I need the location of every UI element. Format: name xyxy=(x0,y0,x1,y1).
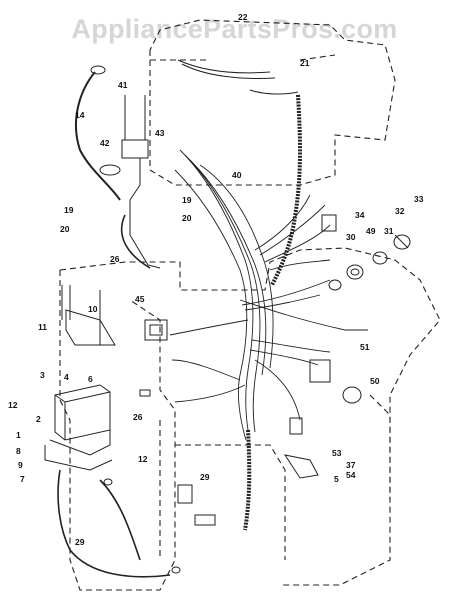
part-label: 12 xyxy=(8,400,18,410)
part-label: 11 xyxy=(38,322,47,332)
cable-26-upper xyxy=(120,214,151,269)
part-label: 45 xyxy=(135,294,145,304)
part-label: 10 xyxy=(88,304,98,314)
part-label: 5 xyxy=(334,474,339,484)
part-label: 51 xyxy=(360,342,370,352)
part-label: 22 xyxy=(238,12,248,22)
part-label: 20 xyxy=(60,224,70,234)
part-label: 29 xyxy=(75,537,85,547)
solenoid xyxy=(99,95,161,269)
part-label: 41 xyxy=(118,80,128,90)
part-label: 3 xyxy=(40,370,45,380)
part-label: 37 xyxy=(346,460,356,470)
part-label: 4 xyxy=(64,372,69,382)
part-label: 1 xyxy=(16,430,21,440)
part-label: 29 xyxy=(200,472,210,482)
part-label: 34 xyxy=(355,210,365,220)
part-labels: 22 21 14 41 43 42 40 19 19 20 20 33 34 3… xyxy=(8,12,424,547)
part-label: 31 xyxy=(384,226,394,236)
part-label: 53 xyxy=(332,448,342,458)
part-label: 19 xyxy=(182,195,192,205)
part-label: 9 xyxy=(18,460,23,470)
part-label: 6 xyxy=(88,374,93,384)
part-label: 2 xyxy=(36,414,41,424)
part-label: 26 xyxy=(133,412,143,422)
part-label: 40 xyxy=(232,170,242,180)
part-label: 19 xyxy=(64,205,74,215)
part-label: 12 xyxy=(138,454,148,464)
part-label: 54 xyxy=(346,470,356,480)
battery-outline xyxy=(44,384,113,471)
hold-down xyxy=(61,285,116,346)
part-label: 7 xyxy=(20,474,25,484)
main-harness xyxy=(169,149,368,531)
part-label: 42 xyxy=(100,138,110,148)
coiled-harness xyxy=(270,94,302,286)
part-label: 33 xyxy=(414,194,424,204)
tractor-outline xyxy=(59,19,441,591)
part-label: 8 xyxy=(16,446,21,456)
part-label: 21 xyxy=(300,58,310,68)
watermark: AppliancePartsPros.com xyxy=(71,14,398,44)
part-label: 14 xyxy=(75,110,85,120)
part-label: 43 xyxy=(155,128,165,138)
part-label: 26 xyxy=(110,254,120,264)
part-label: 50 xyxy=(370,376,380,386)
part-label: 32 xyxy=(395,206,405,216)
ground-cable xyxy=(74,71,121,201)
part-label: 30 xyxy=(346,232,356,242)
part-label: 20 xyxy=(182,213,192,223)
part-label: 49 xyxy=(366,226,376,236)
